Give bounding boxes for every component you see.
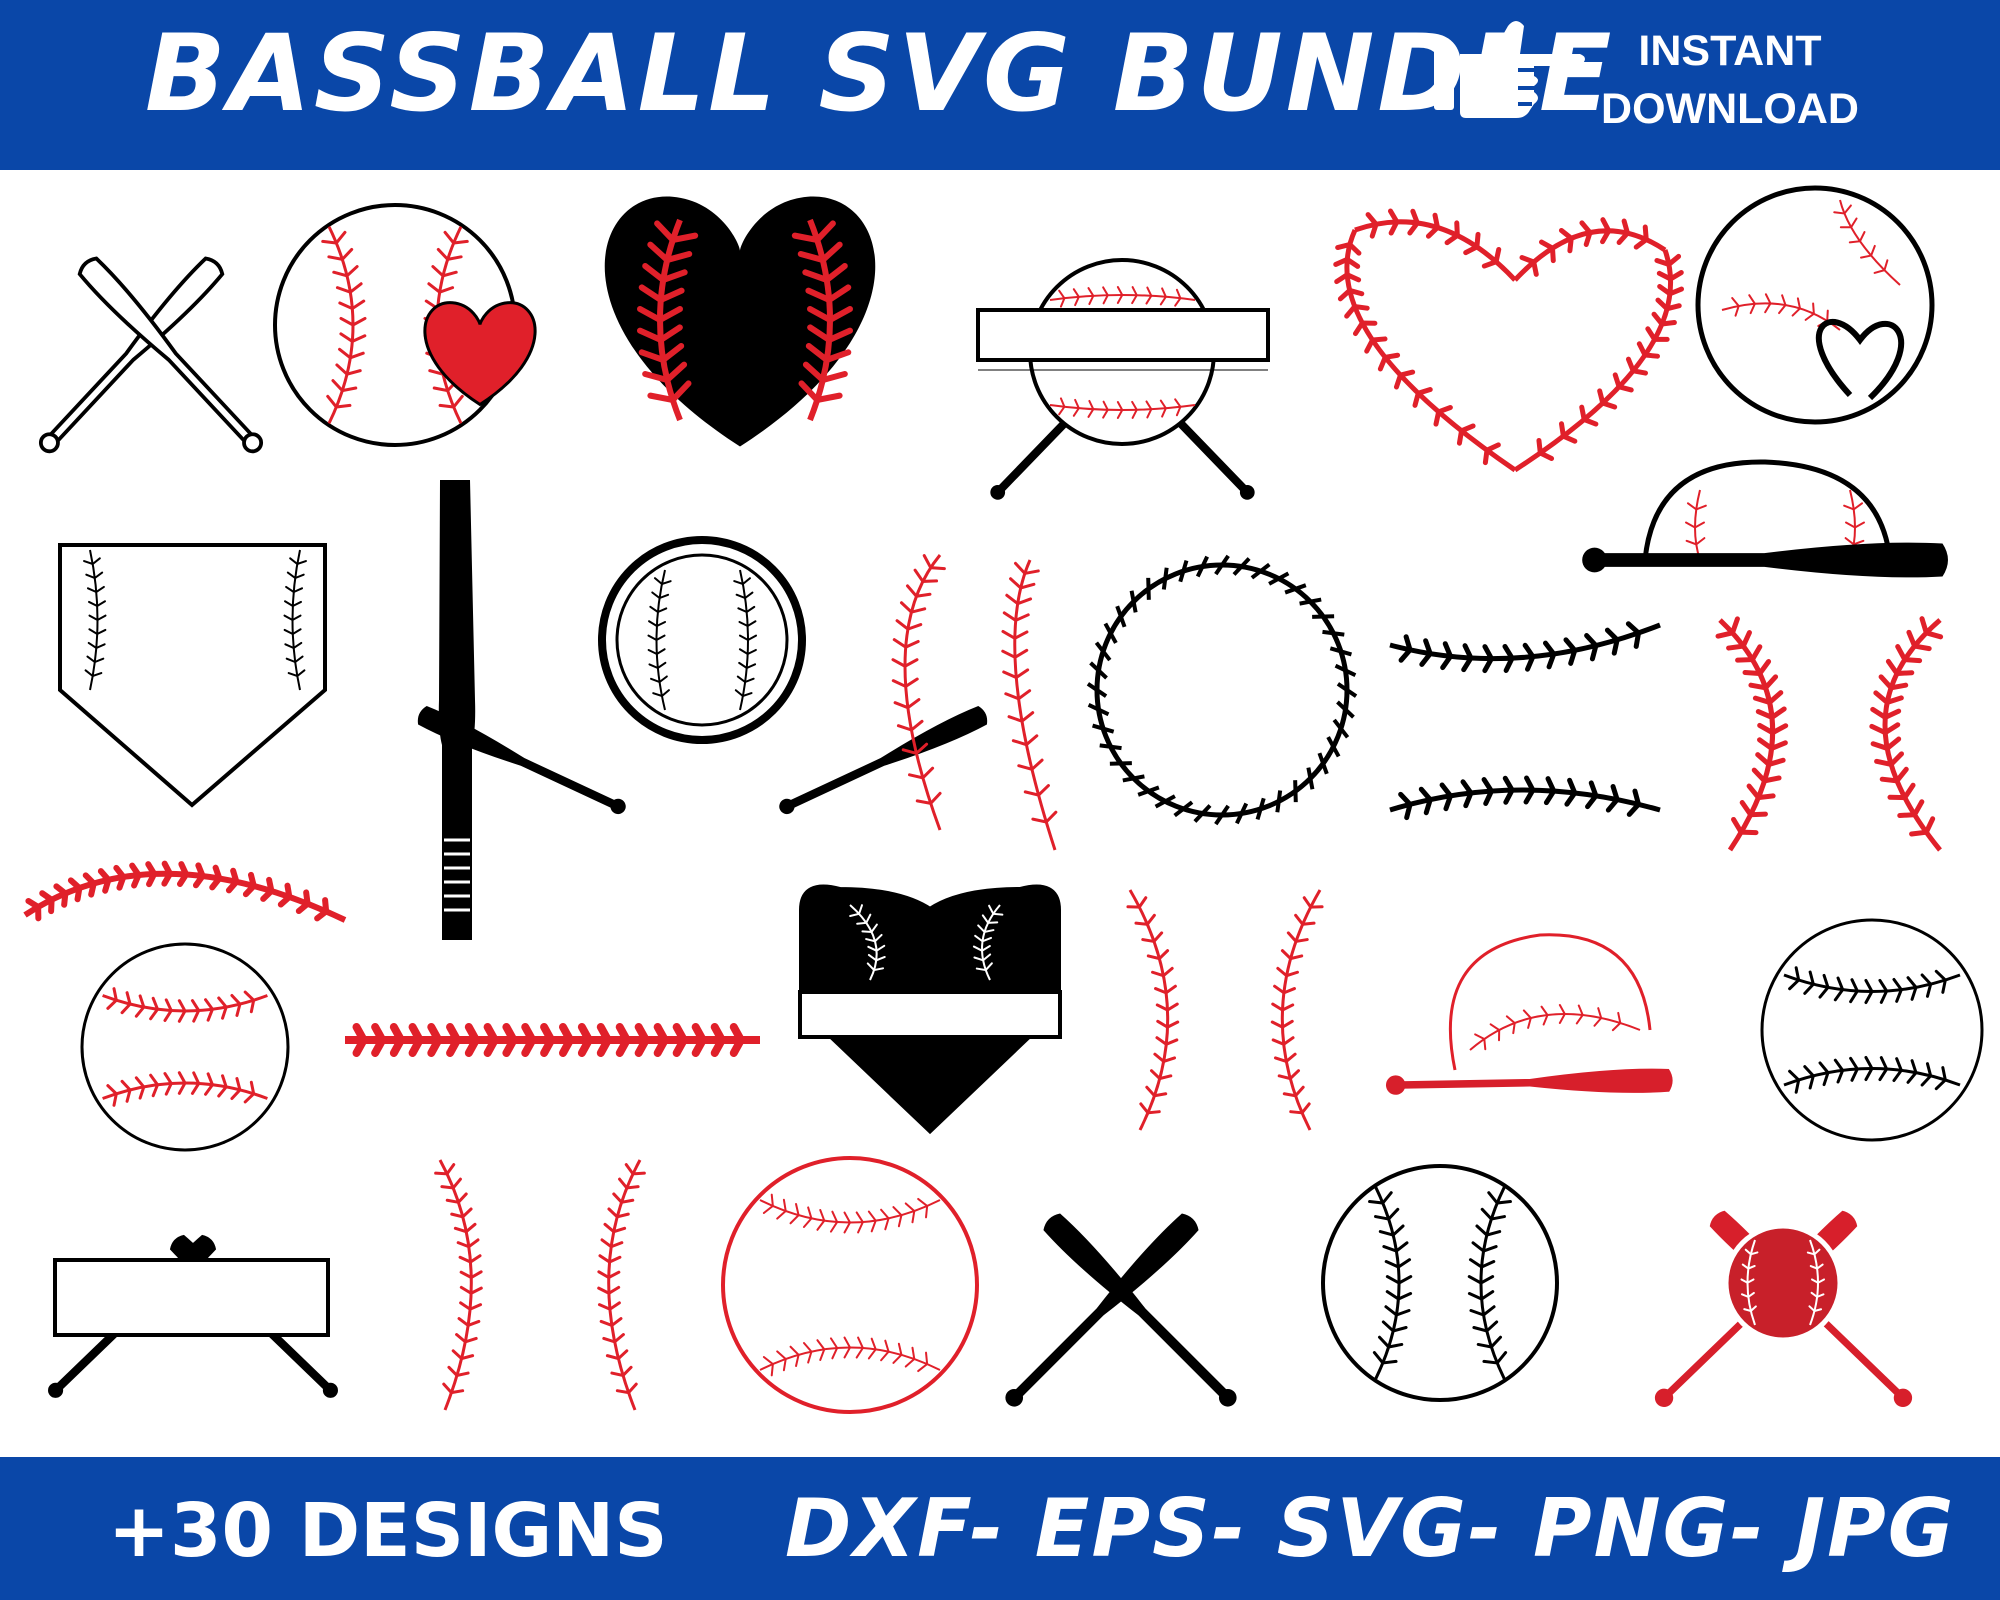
home-plate-stitches-icon	[58, 543, 327, 808]
designs-count: +30 DESIGNS	[108, 1488, 668, 1574]
badge-line-2: DOWNLOAD	[1601, 85, 1859, 133]
split-baseball-heart-icon	[798, 884, 1062, 1135]
top-banner: BASSBALL SVG BUNDLE INSTANT DOWNLOAD	[0, 0, 2000, 170]
baseball-crossed-bats-icon	[414, 536, 991, 820]
page-title: BASSBALL SVG BUNDLE	[145, 12, 1615, 135]
baseball-red-stitches-icon	[80, 942, 290, 1152]
red-seam-pair-small-icon	[1126, 889, 1324, 1131]
red-arc-seam-icon	[23, 860, 347, 923]
badge-line-1: INSTANT	[1638, 27, 1822, 75]
baseball-black-stitches-icon	[1760, 918, 1984, 1142]
crossed-black-bats-icon	[999, 1210, 1243, 1413]
red-outline-baseball-icon	[721, 1156, 979, 1414]
stitched-heart-outline-icon	[1333, 208, 1685, 473]
black-heart-stitches-icon	[604, 196, 876, 447]
single-bat-icon	[438, 480, 476, 940]
half-baseball-on-bat-icon	[1582, 459, 1948, 578]
baseball-black-seams-icon	[1321, 1164, 1559, 1402]
split-crossed-bats-icon	[42, 1232, 344, 1404]
black-seam-pair-icon	[1389, 621, 1661, 821]
baseball-heart-seam-icon	[1695, 185, 1935, 425]
pointing-hand-icon	[1434, 21, 1585, 118]
crossed-bats-outline-icon	[32, 253, 270, 460]
baseball-with-heart-icon	[273, 203, 537, 447]
red-seam-pair-tall-icon	[434, 1159, 646, 1411]
stitched-circle-frame-icon	[1086, 554, 1358, 826]
bottom-banner: +30 DESIGNS DXF- EPS- SVG- PNG- JPG	[0, 1457, 2000, 1600]
file-formats: DXF- EPS- SVG- PNG- JPG	[785, 1482, 1956, 1575]
design-grid	[23, 185, 1984, 1416]
red-curved-seam-pair-icon	[1715, 616, 1944, 852]
straight-red-seam-icon	[345, 1020, 760, 1057]
instant-download-badge: INSTANT DOWNLOAD	[1590, 22, 1870, 138]
red-baseball-on-bat-icon	[1384, 933, 1677, 1101]
red-seam-pair-icon	[891, 554, 1058, 851]
red-crossed-bats-ball-icon	[1646, 1204, 1921, 1416]
split-baseball-crossed-bats-icon	[976, 258, 1270, 505]
